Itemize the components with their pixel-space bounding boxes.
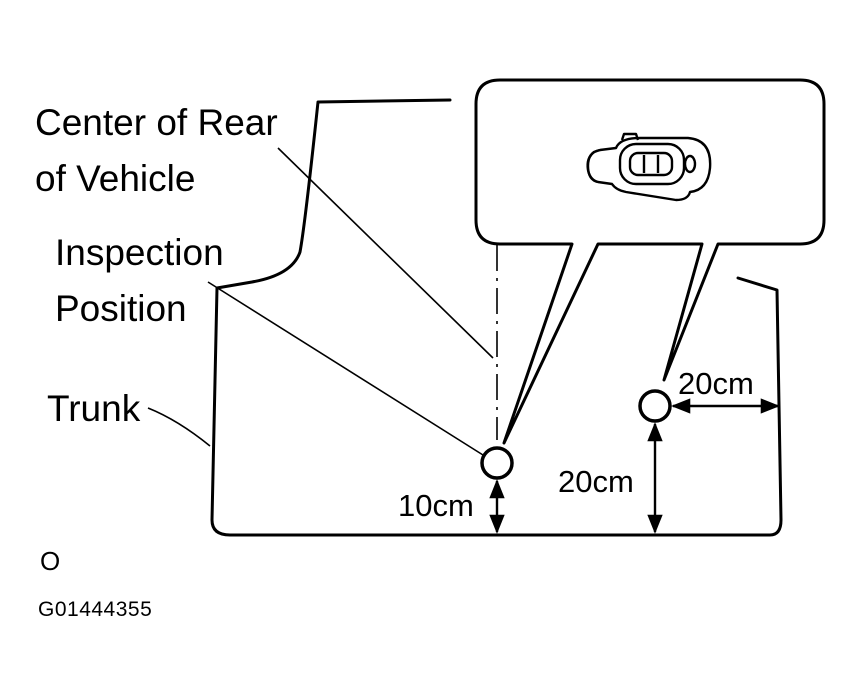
key-fob-icon [586,132,712,202]
corner-mark: O [40,546,61,576]
label-dimension-20cm-horizontal: 20cm [678,366,754,401]
leader-trunk [147,407,211,447]
leader-lines [147,147,494,456]
dimension-arrows [489,398,780,534]
vehicle-outline [210,98,783,537]
figure-code: G01444355 [38,598,153,621]
label-center-of-rear-line2: of Vehicle [35,158,196,199]
label-dimension-20cm-vertical: 20cm [558,464,634,499]
leader-inspection-position [207,281,484,456]
label-inspection-line2: Position [55,288,187,329]
label-dimension-10cm: 10cm [398,488,474,523]
label-inspection-line1: Inspection [55,232,224,273]
inspection-position-marker-right [638,389,672,423]
label-trunk: Trunk [47,388,141,429]
leader-center-of-rear [277,147,494,359]
callout-outline [474,78,826,445]
label-center-of-rear-line1: Center of Rear [35,102,278,143]
trunk-outline-left [210,98,783,537]
inspection-position-marker-center [480,446,514,480]
key-fob-body [586,136,712,202]
callout-bubble [474,78,826,445]
